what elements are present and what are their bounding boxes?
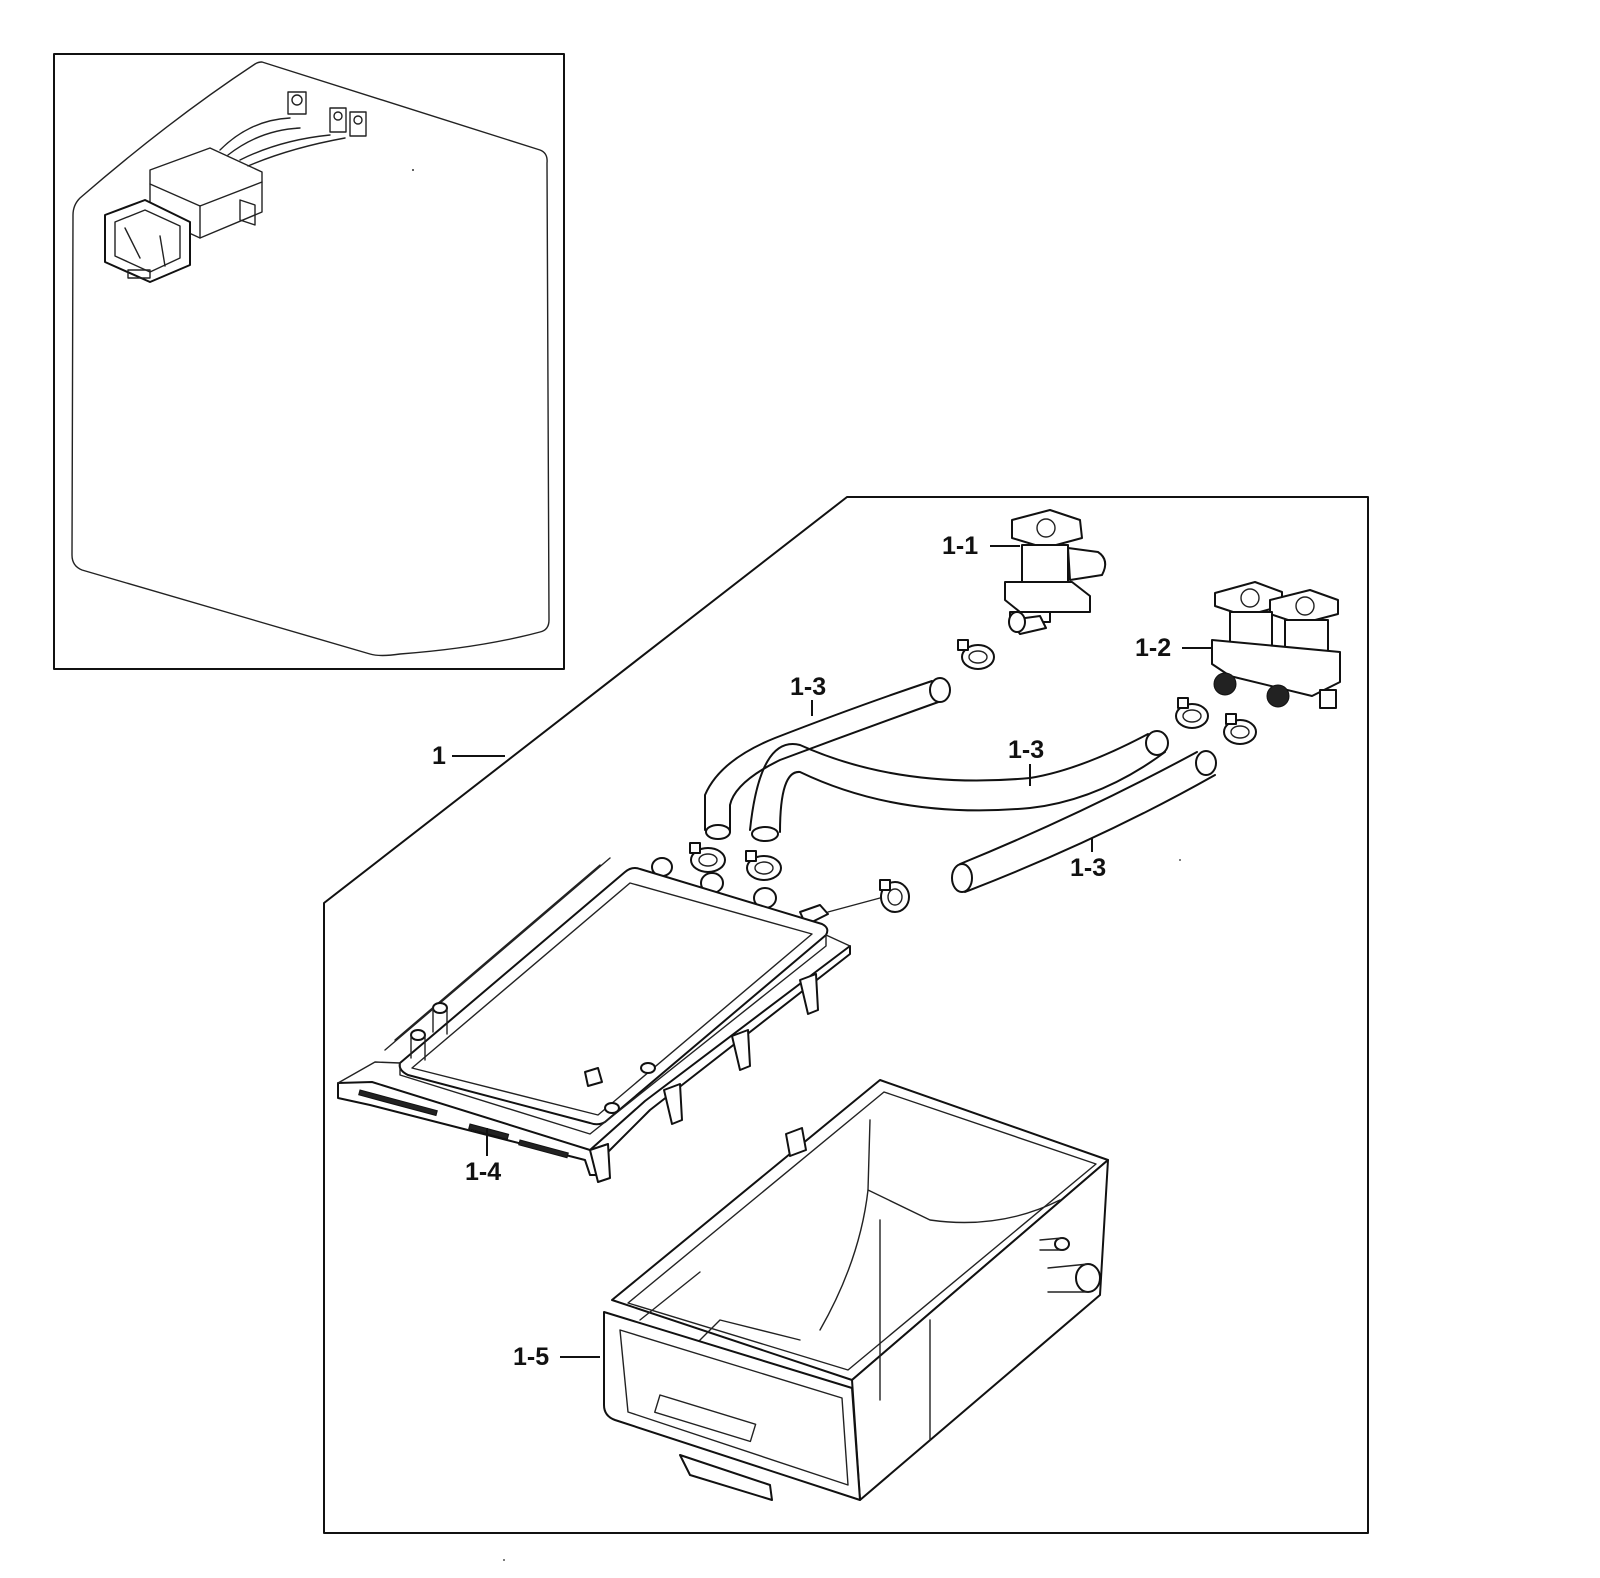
cabinet-outline [71, 61, 550, 657]
water-valve-double [1211, 581, 1341, 709]
callout-hose-b: 1-3 [1008, 736, 1044, 786]
callout-label: 1-3 [1008, 736, 1044, 764]
callout-label: 1 [432, 742, 446, 770]
clamp [879, 879, 910, 913]
callout-housing-cover: 1-4 [465, 1128, 501, 1186]
callouts: 1 1-1 1-2 1-3 1-3 1-3 1-4 1-5 [432, 532, 1212, 1371]
clamp [1223, 713, 1257, 745]
dispenser-housing-cover [337, 857, 881, 1183]
hose-a [704, 680, 945, 833]
callout-hose-a: 1-3 [790, 673, 826, 716]
callout-label: 1-2 [1135, 634, 1171, 662]
detergent-drawer [603, 1079, 1109, 1501]
callout-label: 1-1 [942, 532, 978, 560]
clamp [745, 850, 782, 881]
callout-valve-double: 1-2 [1135, 634, 1212, 662]
hoses [704, 677, 1217, 893]
inset-dispenser [104, 91, 367, 283]
assembly-frame [323, 496, 1369, 1534]
water-valve-single [1004, 509, 1107, 635]
callout-label: 1-3 [1070, 854, 1106, 882]
clamp [957, 639, 995, 670]
callout-label: 1-5 [513, 1343, 549, 1371]
callout-label: 1-4 [465, 1158, 501, 1186]
overview-inset [53, 53, 565, 670]
callout-valve-single: 1-1 [942, 532, 1020, 560]
callout-label: 1-3 [790, 673, 826, 701]
callout-drawer: 1-5 [513, 1343, 600, 1371]
callout-assembly: 1 [432, 742, 505, 770]
hose-c [959, 751, 1216, 893]
hose-clamps [689, 639, 1257, 913]
callout-hose-c: 1-3 [1070, 838, 1106, 882]
clamp [1175, 697, 1209, 729]
clamp [689, 842, 726, 873]
inset-frame [53, 53, 565, 670]
hose-b [749, 733, 1166, 833]
